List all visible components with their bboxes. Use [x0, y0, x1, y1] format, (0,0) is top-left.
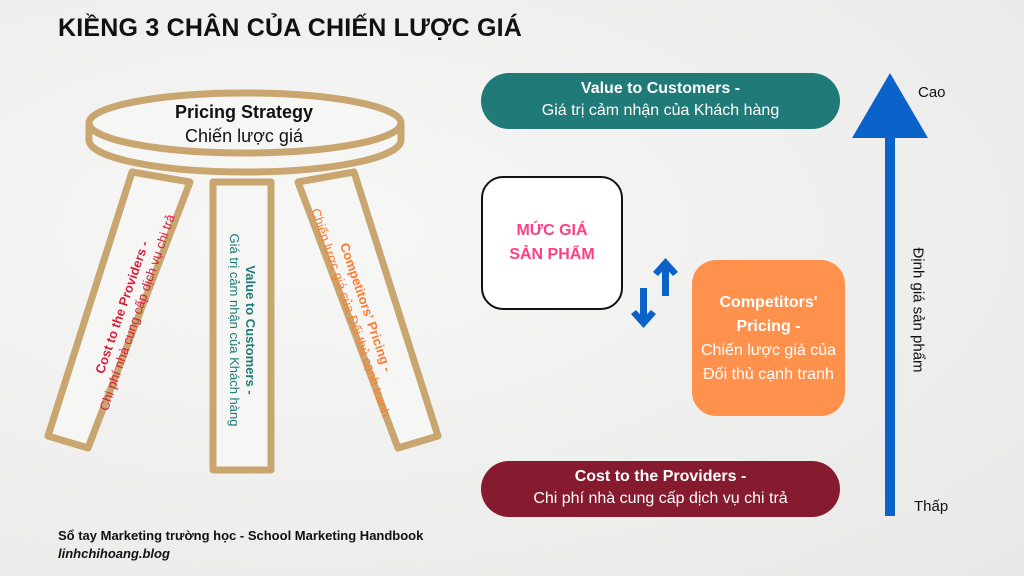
- cost-box-text: Chi phí nhà cung cấp dịch vụ chi trả: [533, 490, 788, 507]
- competitor-box-text2: Đối thủ cạnh tranh: [703, 366, 834, 383]
- competitor-box-title2: Pricing -: [736, 318, 801, 335]
- price-box-line1: MỨC GIÁ: [516, 222, 588, 239]
- stool-left-leg: [44, 168, 194, 452]
- arrow-up-icon: [653, 258, 678, 296]
- axis-high-label: Cao: [918, 84, 946, 101]
- seat-title: Pricing Strategy: [175, 102, 313, 122]
- stool-right-leg: [294, 168, 442, 452]
- page-title: KIỀNG 3 CHÂN CỦA CHIẾN LƯỢC GIÁ: [58, 14, 523, 42]
- price-box-line2: SẢN PHẨM: [509, 246, 595, 263]
- footer-blog-link[interactable]: linhchihoang.blog: [58, 546, 170, 561]
- cost-to-providers-box: Cost to the Providers - Chi phí nhà cung…: [481, 461, 840, 517]
- value-to-customers-box: Value to Customers - Giá trị cảm nhận củ…: [481, 73, 840, 129]
- competitors-pricing-box: Competitors' Pricing - Chiến lược giá củ…: [692, 260, 845, 416]
- stool-middle-leg: [209, 178, 275, 474]
- competitor-box-title1: Competitors': [719, 294, 818, 311]
- middle-leg-text: Giá trị cảm nhận của Khách hàng: [227, 234, 242, 427]
- seat-subtitle: Chiến lược giá: [185, 126, 304, 146]
- product-price-box: MỨC GIÁ SẢN PHẨM: [481, 176, 623, 310]
- price-axis-arrow: [852, 73, 928, 516]
- footer-handbook: Sổ tay Marketing trường học - School Mar…: [58, 528, 424, 543]
- cost-box-title: Cost to the Providers -: [574, 468, 747, 485]
- middle-leg-bold: Value to Customers -: [243, 265, 258, 394]
- arrow-down-icon: [631, 288, 656, 328]
- value-box-title: Value to Customers -: [580, 80, 741, 97]
- value-box-text: Giá trị cảm nhận của Khách hàng: [541, 102, 780, 119]
- axis-low-label: Thấp: [914, 498, 949, 515]
- stool-seat: [85, 89, 405, 157]
- axis-title: Định giá sản phẩm: [909, 247, 927, 373]
- competitor-box-text1: Chiến lược giá của: [700, 342, 837, 359]
